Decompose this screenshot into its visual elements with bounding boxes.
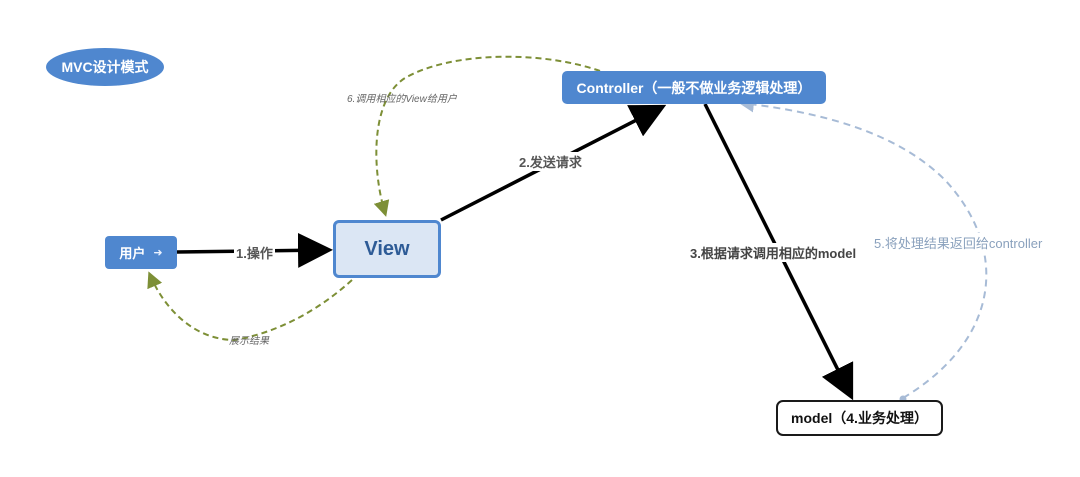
model-node-label: model（4.业务处理） <box>791 410 928 426</box>
controller-node: Controller（一般不做业务逻辑处理） <box>562 71 826 104</box>
view-node-label: View <box>364 237 410 260</box>
diagram-title-badge: MVC设计模式 <box>46 48 164 86</box>
view-node: View <box>333 220 441 278</box>
user-node: 用户 ➜ <box>105 236 177 269</box>
model-node: model（4.业务处理） <box>776 400 943 436</box>
edge-label-show-result: 展示结果 <box>229 336 269 347</box>
edge-return-result <box>738 96 988 399</box>
edge-label-return-result: 5.将处理结果返回给controller <box>872 233 1045 252</box>
edge-label-call-view: 6.调用相应的View给用户 <box>347 94 457 105</box>
link-icon: ➜ <box>153 247 163 259</box>
edge-label-call-model: 3.根据请求调用相应的model <box>688 243 859 262</box>
controller-node-label: Controller（一般不做业务逻辑处理） <box>576 79 812 96</box>
edge-show-result <box>147 271 353 342</box>
edge-label-send-request: 2.发送请求 <box>517 152 584 171</box>
edge-label-operate: 1.操作 <box>234 243 275 262</box>
user-node-label: 用户 <box>119 246 146 261</box>
edge-call-view <box>373 55 601 217</box>
diagram-title: MVC设计模式 <box>61 59 149 75</box>
